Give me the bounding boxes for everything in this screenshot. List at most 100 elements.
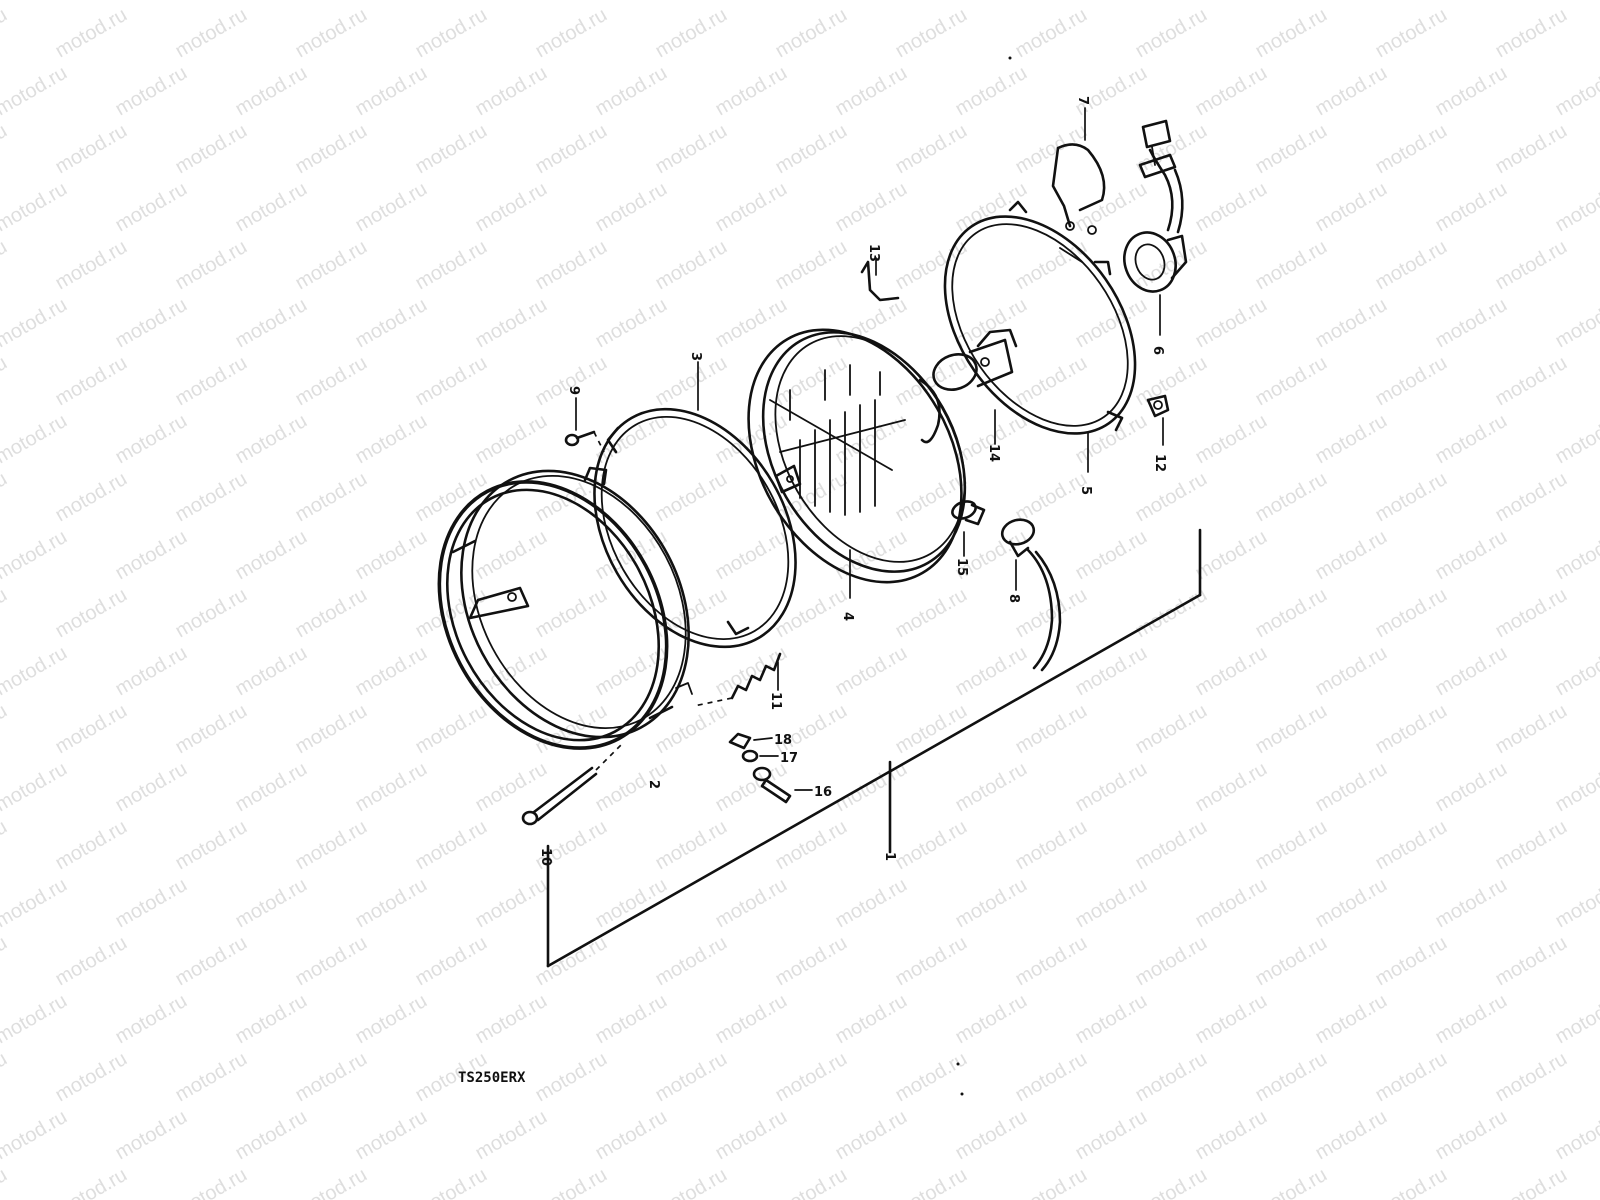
- watermark-text: motod.ru: [832, 62, 911, 121]
- watermark-text: motod.ru: [1192, 178, 1271, 237]
- watermark-text: motod.ru: [892, 1048, 971, 1107]
- bulb-socket: [1123, 119, 1188, 336]
- watermark-text: motod.ru: [352, 526, 431, 585]
- watermark-text: motod.ru: [1072, 642, 1151, 701]
- watermark-text: motod.ru: [1492, 700, 1571, 759]
- watermark-text: motod.ru: [232, 294, 311, 353]
- watermark-text: motod.ru: [292, 584, 371, 643]
- watermark-text: motod.ru: [1492, 236, 1571, 295]
- watermark-text: motod.ru: [0, 700, 11, 759]
- watermark-text: motod.ru: [1012, 352, 1091, 411]
- watermark-text: motod.ru: [1492, 120, 1571, 179]
- watermark-text: motod.ru: [232, 990, 311, 1049]
- watermark-text: motod.ru: [1372, 120, 1451, 179]
- watermark-text: motod.ru: [712, 990, 791, 1049]
- watermark-text: motod.ru: [1252, 468, 1331, 527]
- watermark-text: motod.ru: [1252, 1164, 1331, 1200]
- watermark-text: motod.ru: [1012, 932, 1091, 991]
- watermark-text: motod.ru: [52, 4, 131, 63]
- watermark-text: motod.ru: [0, 468, 11, 527]
- watermark-text: motod.ru: [292, 700, 371, 759]
- watermark-text: motod.ru: [772, 120, 851, 179]
- watermark-text: motod.ru: [1492, 1048, 1571, 1107]
- watermark-text: motod.ru: [1132, 700, 1211, 759]
- watermark-text: motod.ru: [1312, 758, 1391, 817]
- watermark-text: motod.ru: [0, 178, 71, 237]
- watermark-text: motod.ru: [1252, 816, 1331, 875]
- watermark-text: motod.ru: [892, 584, 971, 643]
- watermark-text: motod.ru: [1192, 0, 1271, 4]
- watermark-text: motod.ru: [232, 526, 311, 585]
- watermark-text: motod.ru: [412, 932, 491, 991]
- watermark-text: motod.ru: [412, 1164, 491, 1200]
- watermark-text: motod.ru: [652, 120, 731, 179]
- pilot-bulb: [951, 500, 986, 557]
- watermark-text: motod.ru: [232, 874, 311, 933]
- watermark-text: motod.ru: [52, 816, 131, 875]
- watermark-text: motod.ru: [1492, 932, 1571, 991]
- watermark-text: motod.ru: [1312, 0, 1391, 4]
- watermark-text: motod.ru: [1432, 62, 1511, 121]
- label-part-9: 9: [566, 386, 581, 395]
- watermark-text: motod.ru: [772, 1048, 851, 1107]
- watermark-text: motod.ru: [892, 700, 971, 759]
- watermark-text: motod.ru: [1252, 1048, 1331, 1107]
- watermark-text: motod.ru: [532, 1164, 611, 1200]
- watermark-text: motod.ru: [472, 0, 551, 4]
- watermark-text: motod.ru: [952, 178, 1031, 237]
- watermark-text: motod.ru: [532, 700, 611, 759]
- watermark-text: motod.ru: [0, 758, 71, 817]
- watermark-text: motod.ru: [532, 1048, 611, 1107]
- watermark-text: motod.ru: [412, 700, 491, 759]
- watermark-text: motod.ru: [292, 932, 371, 991]
- watermark-text: motod.ru: [0, 1106, 71, 1165]
- watermark-text: motod.ru: [112, 758, 191, 817]
- watermark-text: motod.ru: [1372, 1048, 1451, 1107]
- watermark-text: motod.ru: [1252, 700, 1331, 759]
- watermark-text: motod.ru: [0, 990, 71, 1049]
- watermark-text: motod.ru: [1192, 294, 1271, 353]
- watermark-text: motod.ru: [352, 874, 431, 933]
- watermark-text: motod.ru: [1492, 816, 1571, 875]
- watermark-text: motod.ru: [892, 236, 971, 295]
- label-part-18: 18: [774, 733, 792, 748]
- watermark-text: motod.ru: [172, 816, 251, 875]
- label-part-1: 1: [882, 852, 897, 861]
- watermark-text: motod.ru: [1372, 816, 1451, 875]
- watermark-text: motod.ru: [952, 642, 1031, 701]
- watermark-text: motod.ru: [232, 1106, 311, 1165]
- watermark-text: motod.ru: [1432, 1106, 1511, 1165]
- watermark-text: motod.ru: [352, 990, 431, 1049]
- watermark-text: motod.ru: [1012, 4, 1091, 63]
- watermark-text: motod.ru: [292, 120, 371, 179]
- watermark-text: motod.ru: [0, 932, 11, 991]
- watermark-text: motod.ru: [1072, 874, 1151, 933]
- watermark-text: motod.ru: [0, 816, 11, 875]
- watermark-text: motod.ru: [412, 816, 491, 875]
- watermark-text: motod.ru: [412, 4, 491, 63]
- watermark-text: motod.ru: [1012, 468, 1091, 527]
- watermark-text: motod.ru: [532, 932, 611, 991]
- watermark-text: motod.ru: [352, 1106, 431, 1165]
- watermark-text: motod.ru: [0, 4, 11, 63]
- watermark-text: motod.ru: [952, 758, 1031, 817]
- watermark-text: motod.ru: [232, 642, 311, 701]
- watermark-text: motod.ru: [892, 932, 971, 991]
- watermark-text: motod.ru: [1252, 932, 1331, 991]
- watermark-text: motod.ru: [0, 0, 71, 4]
- watermark-text: motod.ru: [172, 1048, 251, 1107]
- watermark-text: motod.ru: [952, 0, 1031, 4]
- watermark-text: motod.ru: [1012, 1164, 1091, 1200]
- watermark-text: motod.ru: [112, 990, 191, 1049]
- watermark-text: motod.ru: [52, 120, 131, 179]
- label-part-10: 10: [538, 848, 553, 866]
- watermark-text: motod.ru: [652, 816, 731, 875]
- watermark-text: motod.ru: [712, 874, 791, 933]
- label-part-14: 14: [986, 444, 1001, 462]
- watermark-text: motod.ru: [1372, 584, 1451, 643]
- watermark-text: motod.ru: [1372, 932, 1451, 991]
- watermark-text: motod.ru: [112, 62, 191, 121]
- watermark-text: motod.ru: [1312, 642, 1391, 701]
- watermark-text: motod.ru: [772, 352, 851, 411]
- headlight-rim: [437, 466, 693, 750]
